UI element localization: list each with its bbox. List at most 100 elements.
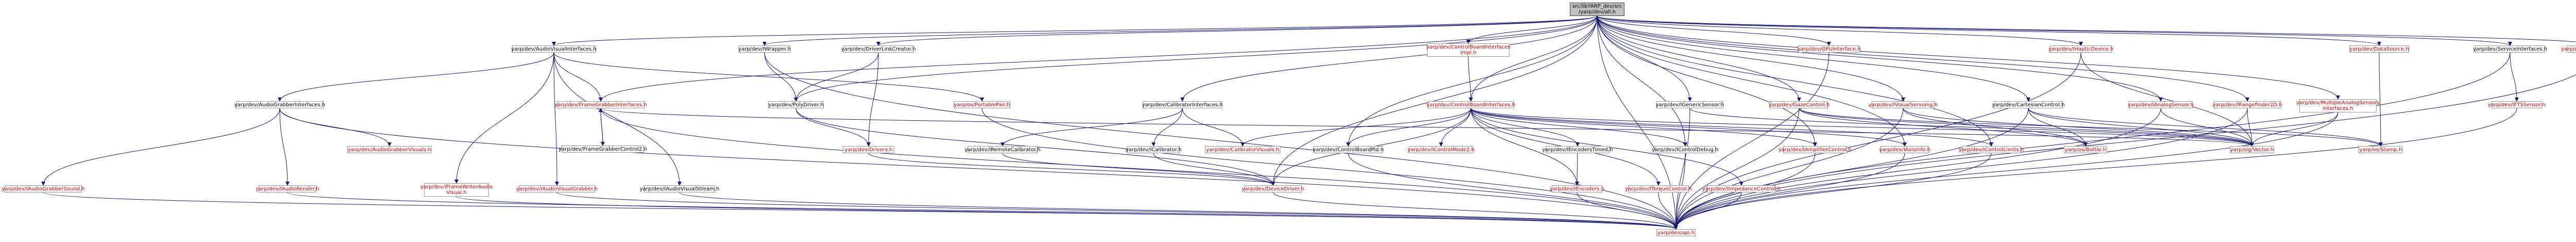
node-gpu-if[interactable]: yarp/dev/GPUInterface.h [1797,45,1861,53]
edge-ivisualservoing-to-api [1674,108,1904,230]
node-imultiplewrapper[interactable]: yarp/dev/IMultipleWrapper.h [2561,45,2576,53]
node-gazecontrol[interactable]: yarp/dev/GazeControl.h [1768,101,1830,108]
edge-iftsensor-to-api [1674,108,2517,230]
node-itorque[interactable]: yarp/dev/ITorqueControl.h [1625,185,1692,192]
node-devicedriver[interactable]: yarp/dev/DeviceDriver.h [1242,185,1304,192]
node-iaxisinfo[interactable]: yarp/dev/IAxisInfo.h [1879,146,1930,153]
node-iampli[interactable]: yarp/dev/IAmplifierControl.h [1778,146,1852,153]
node-polydriver[interactable]: yarp/dev/PolyDriver.h [768,101,824,108]
node-cbpid[interactable]: yarp/dev/ControlBoardPid.h [1313,146,1384,153]
edge-root-to-irangefinder [1597,15,2249,102]
node-audiovisualgrabber[interactable]: yarp/dev/IAudioVisualGrabber.h [516,185,598,192]
edge-multianalog-to-api [1674,112,2338,230]
edge-multianalog-to-vector [2250,112,2338,147]
edge-cb-if-to-iampli [1470,108,1817,147]
node-iencoders[interactable]: yarp/dev/IEncoders.h [1549,185,1605,192]
node-icontrollimits[interactable]: yarp/dev/IControlLimits.h [1958,146,2024,153]
edge-cb-impl-to-cb-if [1468,56,1473,102]
node-iwrapper[interactable]: yarp/dev/IWrapper.h [738,45,791,53]
node-drivers[interactable]: yarp/dev/Drivers.h [843,146,894,153]
edge-cb-if-to-icontrolmode2 [1439,108,1471,147]
node-icontrolmode2[interactable]: yarp/dev/IControlMode2.h [1408,146,1475,153]
node-icontroldebug[interactable]: yarp/dev/IControlDebug.h [1652,146,1719,153]
edge-audiograbbersound-to-api [43,192,1678,230]
node-audiograbbervis[interactable]: yarp/dev/AudioGrabberVisuals.h [347,146,432,153]
node-iencoderstimed[interactable]: yarp/dev/IEncodersTimed.h [1542,146,1613,153]
edge-icalibrator-to-devicedriver [1153,153,1275,186]
edge-cb-if-to-iencoders [1470,108,1579,186]
node-framegrabber-if[interactable]: yarp/dev/FrameGrabberInterfaces.h [554,101,647,108]
node-portablepair[interactable]: yarp/os/PortablePair.h [954,101,1010,108]
node-multianalog[interactable]: yarp/dev/MultipleAnalogSensors Interface… [2296,99,2380,112]
node-audiovisualstream[interactable]: yarp/dev/IAudioVisualStream.h [639,185,720,192]
edge-genericsensor-to-api [1674,108,1690,230]
edge-root-to-ianalogsensor [1597,15,2163,102]
edge-root-to-iwrapper [762,15,1598,46]
edge-audiograbber-if-to-api [279,108,1678,230]
node-ianalogsensor[interactable]: yarp/dev/IAnalogSensor.h [2127,101,2194,108]
node-cb-impl[interactable]: yarp/dev/ControlBoardInterfaces Impl.h [1426,43,1511,57]
node-drivercreator[interactable]: yarp/dev/DriverLinkCreator.h [841,45,916,53]
node-irangefinder[interactable]: yarp/dev/IRangefinder2D.h [2212,101,2282,108]
node-calib-if[interactable]: yarp/dev/CalibratorInterfaces.h [1142,101,1223,108]
edge-framewriteraudio-to-api [456,196,1678,230]
node-vector[interactable]: yarp/sig/Vector.h [2230,146,2274,153]
edge-ivisualservoing-to-vector [1903,108,2254,147]
node-audiorender[interactable]: yarp/dev/IAudioRender.h [256,185,319,192]
node-cartesian[interactable]: yarp/dev/CartesianControl.h [1992,101,2065,108]
node-stamp[interactable]: yarp/os/Stamp.h [2359,146,2403,153]
edge-audiorender-to-api [287,192,1678,230]
node-ihaptic[interactable]: yarp/dev/IHapticDevice.h [2048,45,2114,53]
node-ivisualservoing[interactable]: yarp/dev/IVisualServoing.h [1868,101,1938,108]
edge-audiograbber-if-to-audiorender [279,108,290,186]
node-ifgcontrols2[interactable]: yarp/dev/FrameGrabberControl2.h [558,146,647,153]
edge-calib-if-to-iremotecalib [1001,108,1183,147]
edge-root-to-service-if [1597,15,2512,46]
edge-polydriver-to-drivers [795,108,871,147]
edge-service-if-to-api [1674,52,2511,230]
edge-iwrapper-to-polydriver [764,52,798,102]
edge-genericsensor-to-vector [1689,108,2254,147]
edge-cb-if-to-calibratevisuals [1241,108,1471,147]
edge-cb-if-to-vector [1470,108,2254,147]
edge-root-to-cbpid [1346,15,1598,147]
edge-imultiplewrapper-to-api [1674,74,2576,230]
node-genericsensor[interactable]: yarp/dev/IGenericSensor.h [1655,101,1724,108]
edge-root-to-gpu-if [1597,15,1831,46]
edge-audiovisual-if-to-audiovisualgrabber [553,52,559,186]
node-service-if[interactable]: yarp/dev/ServiceInterfaces.h [2472,45,2548,53]
edge-ianalogsensor-to-vector [2160,108,2254,147]
edge-framegrabber-if-to-api [600,108,1678,230]
node-cb-if[interactable]: yarp/dev/ControlBoardInterfaces.h [1426,101,1516,108]
edge-cartesian-to-vector [2028,108,2254,147]
edge-iremotecalib-to-devicedriver [1002,153,1275,186]
edge-cartesian-to-api [1674,108,2029,230]
edge-audiograbber-if-to-audiograbbersound [41,108,280,186]
edge-audiovisual-if-to-portablepair [553,52,984,102]
edge-root-to-gazecontrol [1597,15,1801,102]
edge-audiovisual-if-to-audiograbber-if [278,52,554,102]
edge-root-to-datasource [1597,15,2381,46]
node-api[interactable]: yarp/dev/api.h [1656,229,1696,236]
edge-portablepair-to-api [981,108,1678,230]
edge-calib-if-to-icalibrator [1151,108,1183,147]
node-audiograbbersound[interactable]: yarp/dev/IAudioGrabberSound.h [2,185,85,192]
node-icalibrator[interactable]: yarp/dev/ICalibrator.h [1125,146,1182,153]
node-iftsensor[interactable]: yarp/dev/IFTSSensor.h [2488,101,2546,108]
edge-ihaptic-to-api [1674,52,2081,230]
node-iremotecalib[interactable]: yarp/dev/IRemoteCalibrator.h [964,146,1041,153]
edge-root-to-devicedriver [1271,15,1598,186]
node-framewriteraudio[interactable]: yarp/dev/IFrameWriterAudio Visual.h [420,183,493,197]
edge-iwrapper-to-api [764,52,1678,230]
edge-itorque-to-api [1658,192,1678,230]
edge-root-to-imultiplewrapper [1597,15,2576,42]
node-datasource[interactable]: yarp/dev/DataSource.h [2349,45,2409,53]
node-audiograbber-if[interactable]: yarp/dev/AudioGrabberInterfaces.h [234,101,326,108]
edge-irangefinder-to-vector [2247,108,2254,147]
node-iimpedance[interactable]: yarp/dev/IImpedanceControl.h [1702,185,1781,192]
node-bottle[interactable]: yarp/os/Bottle.h [2064,146,2107,153]
node-calibratevisuals[interactable]: yarp/dev/CalibratorVisuals.h [1205,146,1280,153]
node-audiovisual-if[interactable]: yarp/dev/AudioVisualInterfaces.h [511,45,597,53]
edge-iaxisinfo-to-api [1674,153,1905,230]
